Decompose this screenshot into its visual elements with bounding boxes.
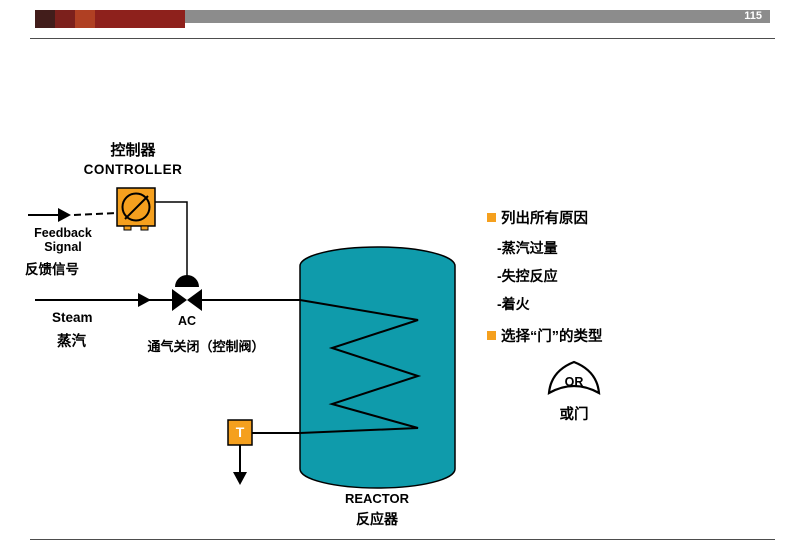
valve-label: AC (177, 314, 197, 328)
note-item: -蒸汽过量 (497, 240, 558, 256)
note-item: -着火 (497, 296, 530, 312)
header-color-block-4 (95, 10, 185, 28)
controller-label-en: CONTROLLER (83, 162, 183, 177)
sensor-label: T (235, 424, 245, 440)
header-color-block-1 (35, 10, 55, 28)
or-gate-icon (547, 360, 601, 395)
valve-body-right-icon (187, 289, 202, 311)
valve-caption: 通气关闭（控制阀） (147, 339, 265, 354)
header-bar: 115 (185, 10, 770, 23)
bottom-rule (30, 539, 775, 540)
reactor-label-cn: 反应器 (356, 511, 398, 527)
header-color-block-3 (75, 10, 95, 28)
reactor-coil-icon (299, 299, 422, 434)
controller-terminal-icon (140, 225, 149, 231)
feedback-arrow-icon (58, 208, 71, 222)
bullet-icon (487, 331, 496, 340)
valve-actuator-icon (175, 275, 199, 287)
valve-body-left-icon (172, 289, 187, 311)
page-number: 115 (744, 10, 762, 22)
steam-arrow-icon (138, 293, 151, 307)
temperature-sensor-box (227, 419, 253, 446)
controller-needle-icon (124, 195, 149, 220)
controller-terminal-icon (123, 225, 132, 231)
reactor-label-en: REACTOR (344, 491, 410, 506)
note-title-gate: 选择“门”的类型 (501, 329, 603, 345)
steam-label-cn: 蒸汽 (57, 334, 86, 350)
header-color-block-2 (55, 10, 75, 28)
reactor-vessel (299, 246, 456, 489)
control-signal-line (155, 201, 188, 276)
top-rule (30, 38, 775, 39)
controller-label-cn: 控制器 (110, 142, 156, 159)
steam-label-en: Steam (52, 310, 93, 325)
bullet-icon (487, 213, 496, 222)
feedback-label-cn: 反馈信号 (25, 262, 79, 277)
controller-dial-icon (121, 192, 151, 222)
feedback-label-line1: Feedback (34, 226, 92, 240)
or-gate-caption: 或门 (559, 407, 589, 423)
down-arrow-icon (233, 472, 247, 485)
feedback-dashed-line (73, 212, 118, 216)
note-title-causes: 列出所有原因 (501, 211, 588, 227)
feedback-label-line2: Signal (44, 240, 82, 254)
note-item: -失控反应 (497, 268, 558, 284)
or-gate-label: OR (564, 375, 584, 389)
